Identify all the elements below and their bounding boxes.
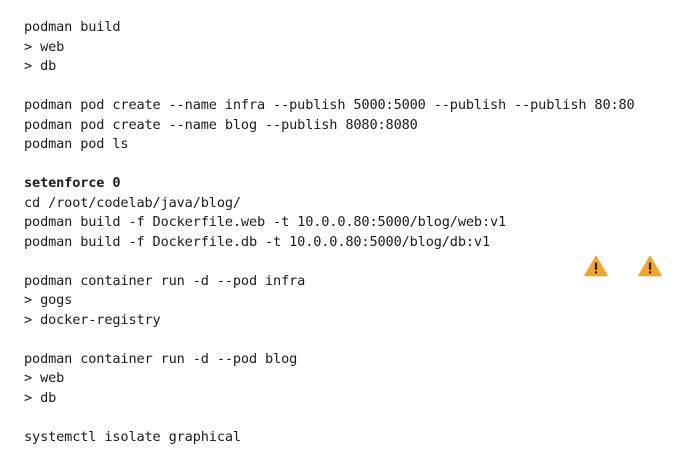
command-line: > docker-registry [24, 311, 161, 328]
command-line: podman pod create --name infra --publish… [24, 97, 635, 113]
command-line: > web [24, 370, 65, 386]
warning-icon [638, 255, 662, 277]
command-line: > web [24, 38, 65, 55]
command-line: podman pod ls [24, 136, 129, 152]
blank-line [24, 408, 694, 428]
command-line: cd /root/codelab/java/blog/ [24, 194, 241, 211]
command-line: > db [24, 58, 57, 74]
command-line: podman build -f Dockerfile.db -t 10.0.0.… [24, 233, 490, 250]
command-line: podman build [24, 19, 121, 35]
command-line: setenforce 0 [24, 175, 121, 191]
command-line: > db [24, 389, 57, 406]
blank-line [24, 155, 694, 175]
command-line: systemctl isolate graphical [24, 428, 241, 445]
command-line: podman container run -d --pod infra [24, 272, 306, 289]
command-notes: podman build > web > db podman pod create -… [24, 18, 694, 447]
blank-line [24, 330, 694, 350]
blank-line [24, 77, 694, 97]
command-line: podman container run -d --pod blog [24, 350, 298, 367]
warning-icon [584, 255, 608, 277]
command-line: podman build -f Dockerfile.web -t 10.0.0… [24, 214, 507, 230]
command-line: > gogs [24, 292, 73, 308]
command-line: podman pod create --name blog --publish … [24, 116, 418, 133]
